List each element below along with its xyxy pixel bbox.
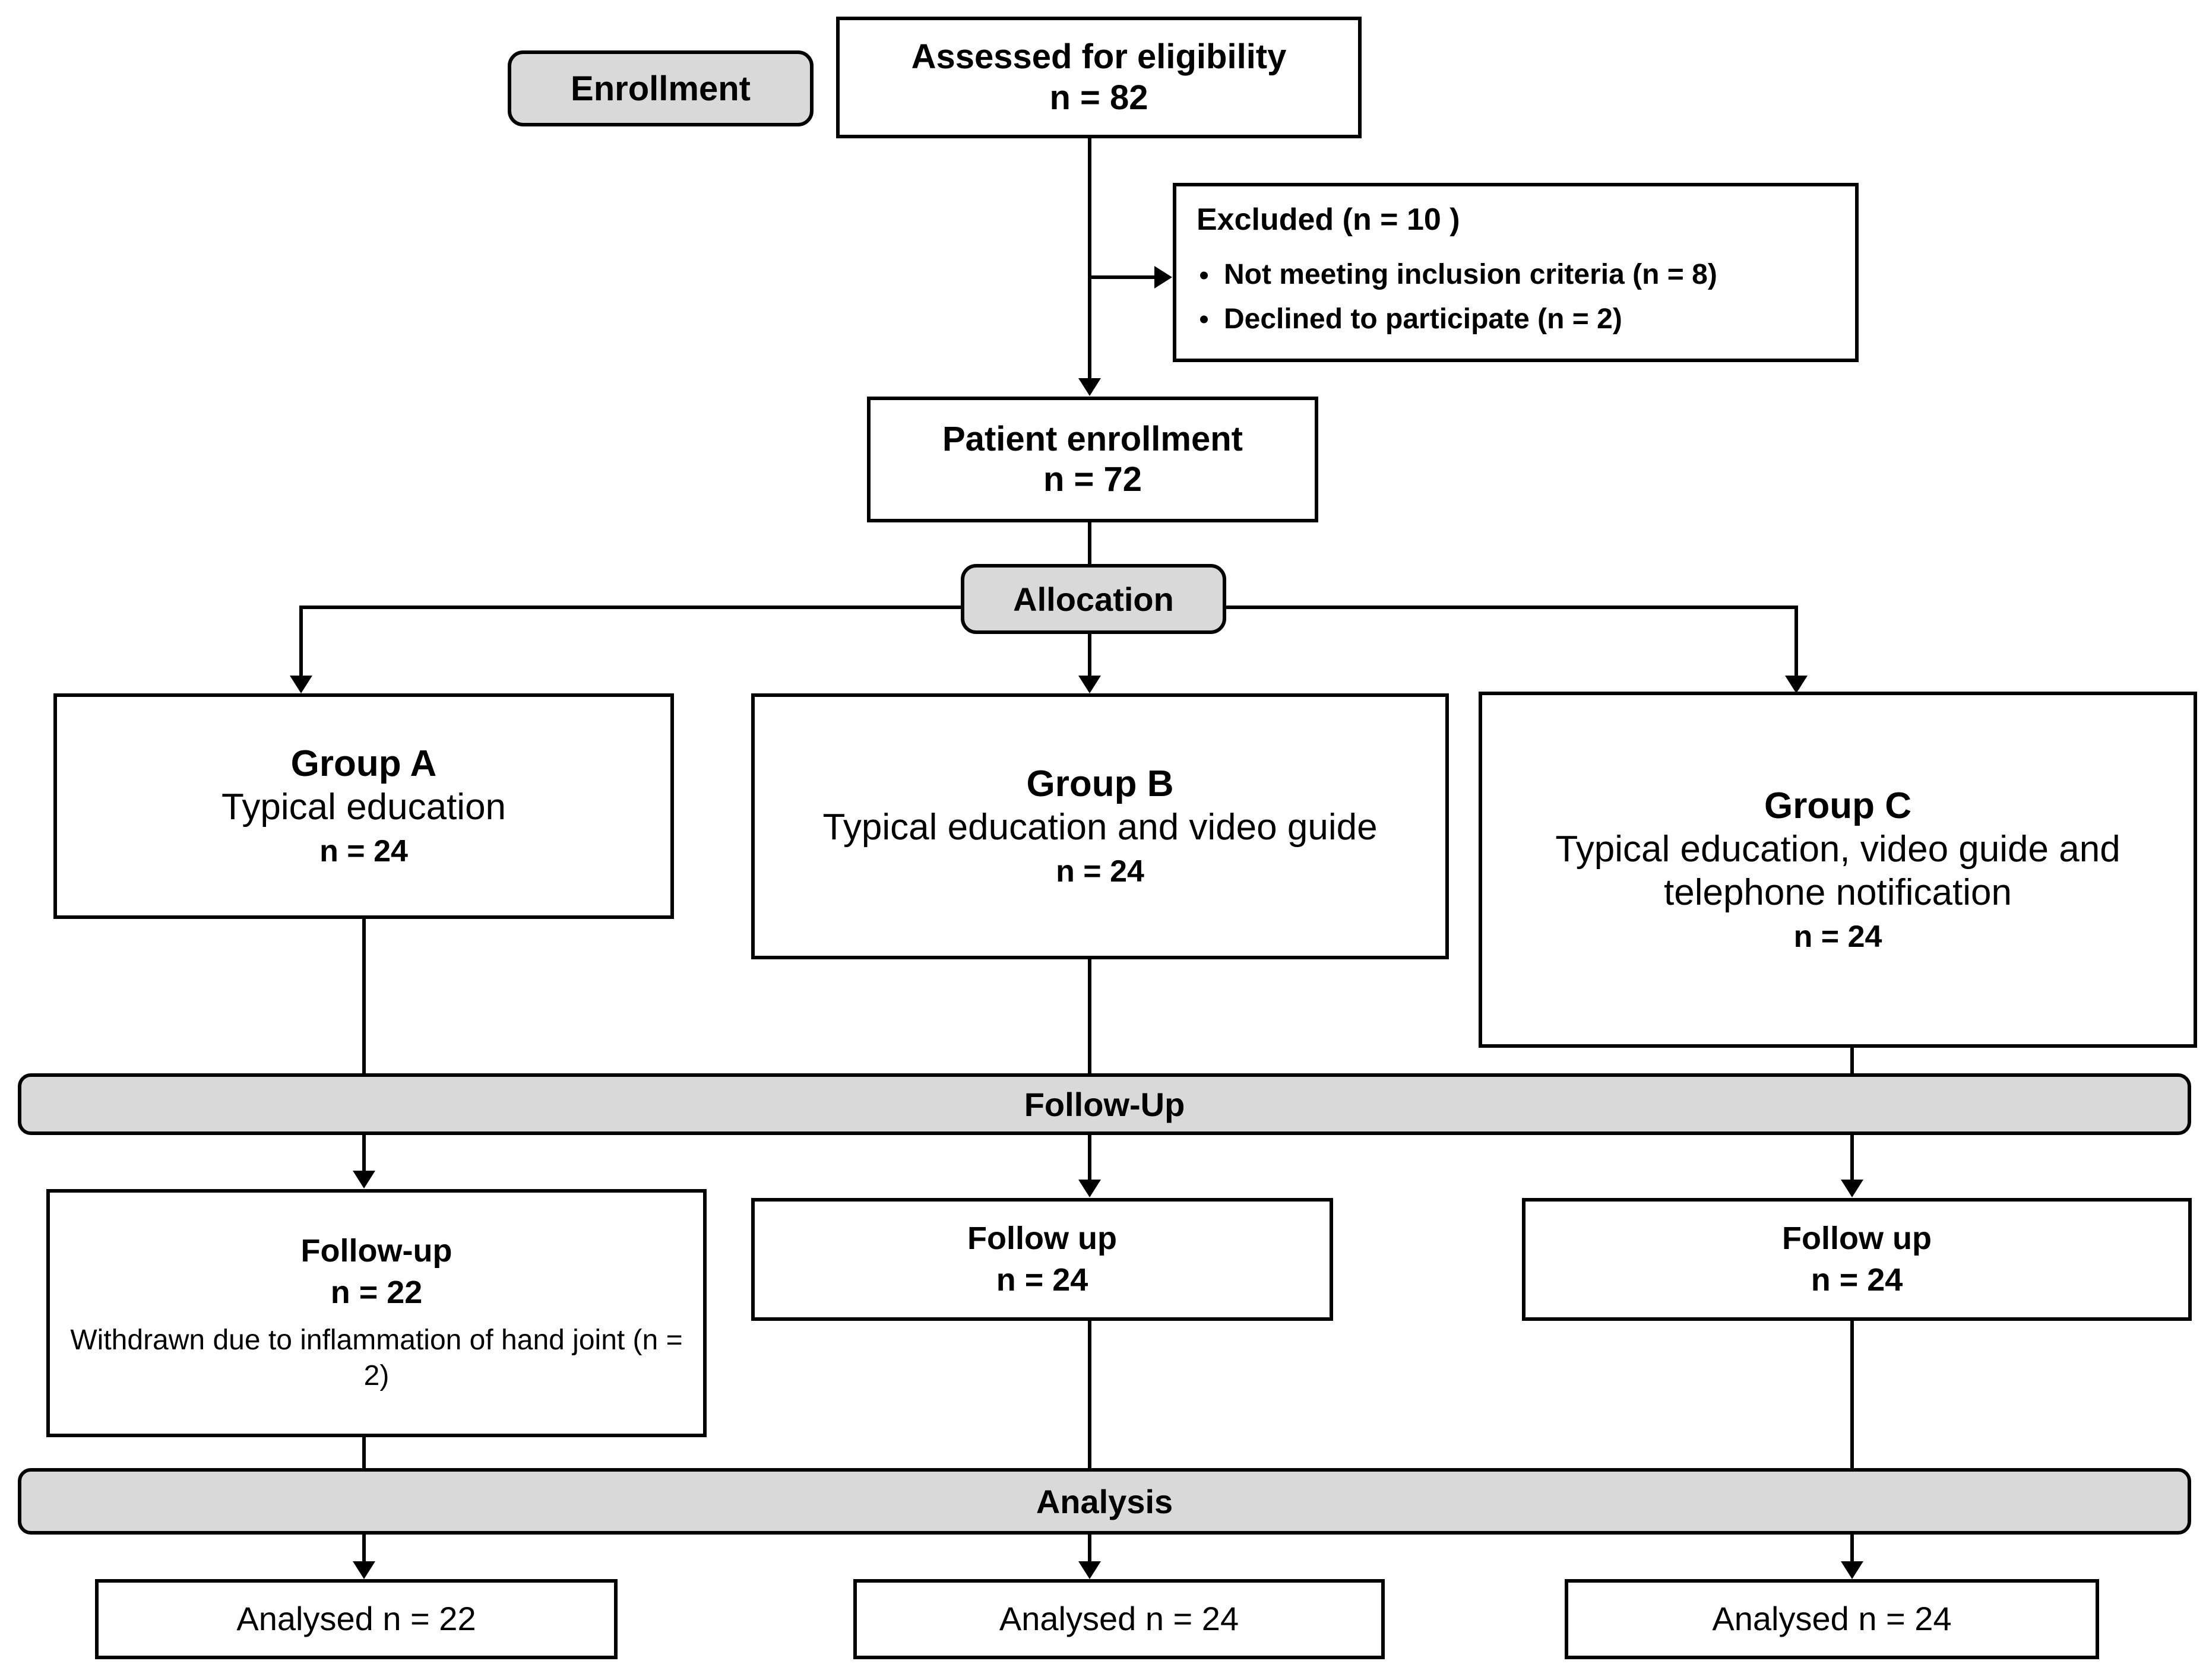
followup-a-line-2: n = 22 [330,1275,423,1310]
stage-label-enrollment-text: Enrollment [571,69,751,108]
node-group-b: Group B Typical education and video guid… [751,693,1449,959]
connector-followup-c-to-analysis-bar [1850,1321,1854,1469]
arrow-analysis-bar-to-analysed-a [353,1561,375,1579]
stage-label-analysis: Analysis [18,1468,2191,1535]
connector-analysis-bar-to-analysed-c [1850,1535,1854,1561]
node-group-c: Group C Typical education, video guide a… [1479,692,2197,1048]
followup-b-line-1: Follow up [967,1220,1117,1256]
followup-c-line-2: n = 24 [1811,1261,1903,1298]
patient-enrollment-line-2: n = 72 [1043,460,1142,499]
group-c-name: Group C [1764,785,1911,826]
group-b-description: Typical education and video guide [822,807,1378,848]
assessed-line-1: Assessed for eligibility [911,37,1287,77]
excluded-title: Excluded (n = 10 ) [1197,202,1460,237]
group-b-name: Group B [1026,763,1174,805]
node-analysed-a: Analysed n = 22 [95,1579,618,1659]
list-item: Declined to participate (n = 2) [1197,303,1717,337]
excluded-reason-text: Declined to participate (n = 2) [1224,303,1622,335]
group-b-n: n = 24 [1056,854,1144,889]
excluded-reason-text: Not meeting inclusion criteria (n = 8) [1224,259,1717,291]
arrow-assessed-to-enrollment [1078,378,1101,396]
node-followup-a: Follow-up n = 22 Withdrawn due to inflam… [46,1189,707,1437]
stage-label-allocation: Allocation [961,564,1226,634]
analysed-c-text: Analysed n = 24 [1712,1600,1952,1638]
stage-label-enrollment: Enrollment [508,50,814,126]
arrow-to-excluded [1154,266,1172,289]
connector-analysis-bar-to-analysed-a [362,1535,366,1561]
bullet-icon [1200,271,1208,280]
connector-group-a-to-followup-bar [362,919,366,1074]
connector-group-b-to-followup-bar [1088,959,1091,1074]
node-followup-b: Follow up n = 24 [751,1198,1333,1321]
group-a-name: Group A [290,743,437,785]
followup-c-line-1: Follow up [1782,1220,1932,1256]
arrow-followup-bar-to-box-a [353,1171,375,1188]
followup-a-line-1: Follow-up [300,1233,452,1269]
stage-label-followup-text: Follow-Up [1024,1085,1185,1123]
connector-allocation-leg-b [1088,634,1091,676]
connector-assessed-to-enrollment [1088,138,1091,378]
connector-followup-bar-to-box-b [1088,1135,1091,1180]
arrow-allocation-to-group-b [1078,676,1101,693]
arrow-analysis-bar-to-analysed-c [1841,1561,1863,1579]
arrow-allocation-to-group-a [290,676,312,693]
assessed-line-2: n = 82 [1049,78,1148,117]
group-c-n: n = 24 [1793,920,1882,955]
connector-allocation-leg-a [299,606,303,676]
connector-followup-a-to-analysis-bar [362,1437,366,1469]
connector-followup-b-to-analysis-bar [1088,1321,1091,1469]
stage-label-analysis-text: Analysis [1036,1482,1173,1520]
followup-b-line-2: n = 24 [996,1261,1088,1298]
connector-allocation-leg-c [1794,606,1798,676]
stage-label-followup: Follow-Up [18,1073,2191,1135]
group-a-description: Typical education [221,787,507,828]
connector-group-c-to-followup-bar [1850,1048,1854,1074]
node-analysed-c: Analysed n = 24 [1565,1579,2099,1659]
connector-followup-bar-to-box-a [362,1135,366,1171]
followup-a-note: Withdrawn due to inflammation of hand jo… [70,1324,683,1391]
arrow-analysis-bar-to-analysed-b [1078,1561,1101,1579]
connector-to-excluded [1088,275,1157,279]
arrow-allocation-to-group-c [1785,676,1808,693]
node-assessed-for-eligibility: Assessed for eligibility n = 82 [836,17,1362,138]
node-patient-enrollment: Patient enrollment n = 72 [867,397,1318,522]
node-analysed-b: Analysed n = 24 [853,1579,1385,1659]
node-followup-c: Follow up n = 24 [1522,1198,2192,1321]
connector-enrollment-to-allocation [1088,522,1091,570]
connector-analysis-bar-to-analysed-b [1088,1535,1091,1561]
arrow-followup-bar-to-box-b [1078,1180,1101,1197]
analysed-a-text: Analysed n = 22 [236,1600,476,1638]
patient-enrollment-line-1: Patient enrollment [942,419,1243,458]
node-excluded: Excluded (n = 10 ) Not meeting inclusion… [1173,183,1859,362]
group-a-n: n = 24 [319,834,408,869]
bullet-icon [1200,315,1208,324]
arrow-followup-bar-to-box-c [1841,1180,1863,1197]
connector-followup-bar-to-box-c [1850,1135,1854,1180]
analysed-b-text: Analysed n = 24 [999,1600,1239,1638]
excluded-reason-list: Not meeting inclusion criteria (n = 8) D… [1197,258,1717,347]
node-group-a: Group A Typical education n = 24 [53,693,674,919]
list-item: Not meeting inclusion criteria (n = 8) [1197,258,1717,292]
stage-label-allocation-text: Allocation [1013,580,1174,618]
group-c-description: Typical education, video guide and telep… [1555,828,2120,913]
